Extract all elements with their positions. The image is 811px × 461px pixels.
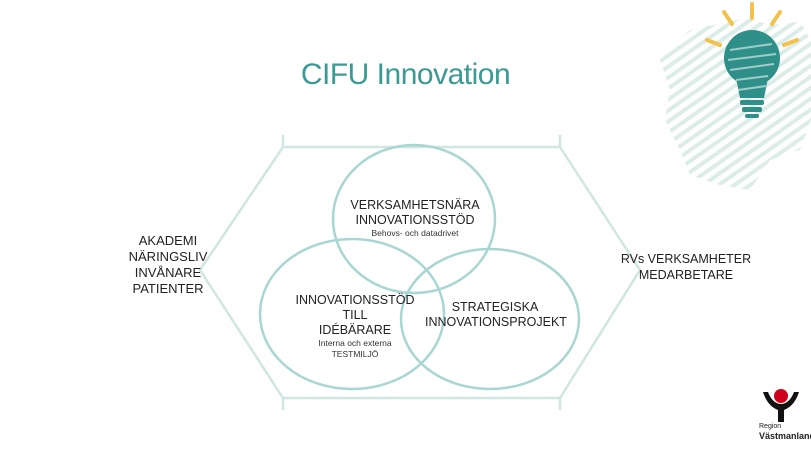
lightbulb-map-icon	[660, 2, 811, 190]
circle-left-subtitle-1: Interna och externa	[318, 338, 392, 348]
circle-right-title-1: STRATEGISKA	[451, 300, 539, 314]
logo-text-line1: Region	[759, 423, 782, 430]
left-label-4: PATIENTER	[132, 281, 204, 296]
hexagon-frame	[198, 135, 642, 410]
logo-text-line2: Västmanland	[759, 431, 811, 441]
circle-top-subtitle: Behovs- och datadrivet	[371, 228, 459, 238]
circle-left-text: INNOVATIONSSTÖD TILL IDÉBÄRARE Interna o…	[283, 293, 427, 360]
right-label-1: RVs VERKSAMHETER	[620, 252, 752, 266]
venn-circles	[258, 143, 581, 391]
left-label-1: AKADEMI	[138, 233, 198, 248]
circle-top-text: VERKSAMHETSNÄRA INNOVATIONSSTÖD Behovs- …	[350, 198, 480, 239]
region-logo-icon	[763, 389, 799, 422]
circle-left-title-2: IDÉBÄRARE	[318, 323, 392, 337]
circle-top-title-2: INNOVATIONSSTÖD	[355, 213, 475, 227]
slide-title: CIFU Innovation	[300, 58, 511, 91]
circle-left-subtitle-2: TESTMILJÖ	[331, 349, 379, 359]
circle-right-title-2: INNOVATIONSPROJEKT	[425, 315, 567, 329]
circle-left	[258, 237, 446, 391]
left-label-3: INVÅNARE	[134, 265, 202, 280]
circle-right	[399, 247, 581, 391]
right-label-2: MEDARBETARE	[638, 268, 734, 282]
left-label-2: NÄRINGSLIV	[128, 249, 208, 264]
left-labels: AKADEMI NÄRINGSLIV INVÅNARE PATIENTER	[118, 233, 218, 297]
circle-right-text: STRATEGISKA INNOVATIONSPROJEKT	[425, 300, 567, 330]
circle-top-title-1: VERKSAMHETSNÄRA	[350, 198, 480, 212]
circle-left-title-1: INNOVATIONSSTÖD TILL	[295, 293, 415, 322]
right-labels: RVs VERKSAMHETER MEDARBETARE	[620, 251, 752, 283]
circle-top	[331, 143, 497, 295]
